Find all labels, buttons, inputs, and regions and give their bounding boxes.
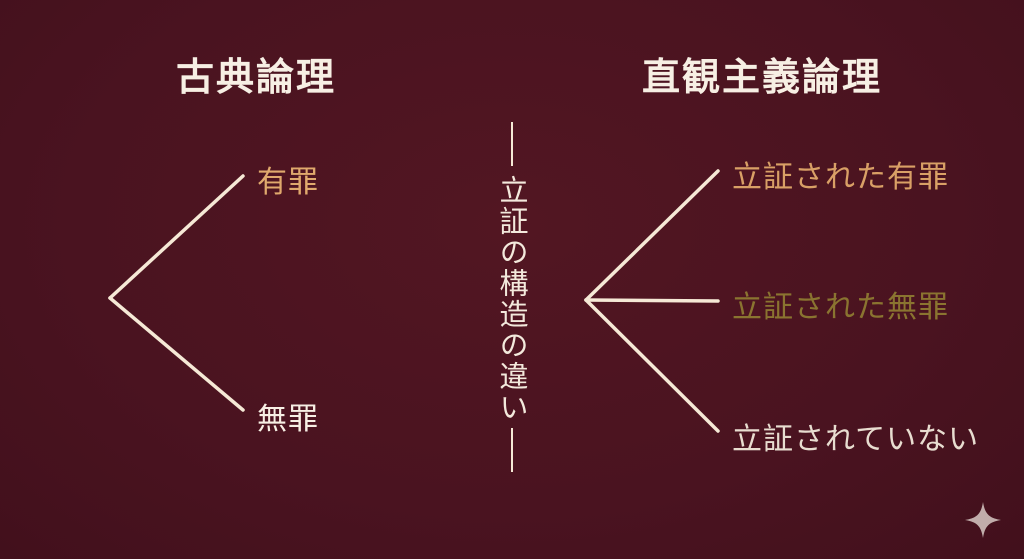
left-branch-guilty-label: 有罪 [257,165,319,200]
classical-logic-heading: 古典論理 [176,54,337,99]
left-branch-innocent-label: 無罪 [257,402,319,437]
right-branch-proven-innocent-label: 立証された無罪 [732,290,949,325]
right-branch-proven-guilty-label: 立証された有罪 [732,160,949,195]
left-lower-branch-line [108,296,245,412]
intuitionistic-logic-heading: 直観主義論理 [642,54,883,99]
right-lower-branch-line [584,298,720,433]
left-upper-branch-line [108,174,245,300]
right-middle-branch-line [584,298,720,303]
right-branch-unproven-label: 立証されていない [732,422,980,457]
right-upper-branch-line [584,169,720,302]
center-vertical-label: 立証の構造の違い [495,175,529,423]
sparkle-icon [965,502,1001,538]
